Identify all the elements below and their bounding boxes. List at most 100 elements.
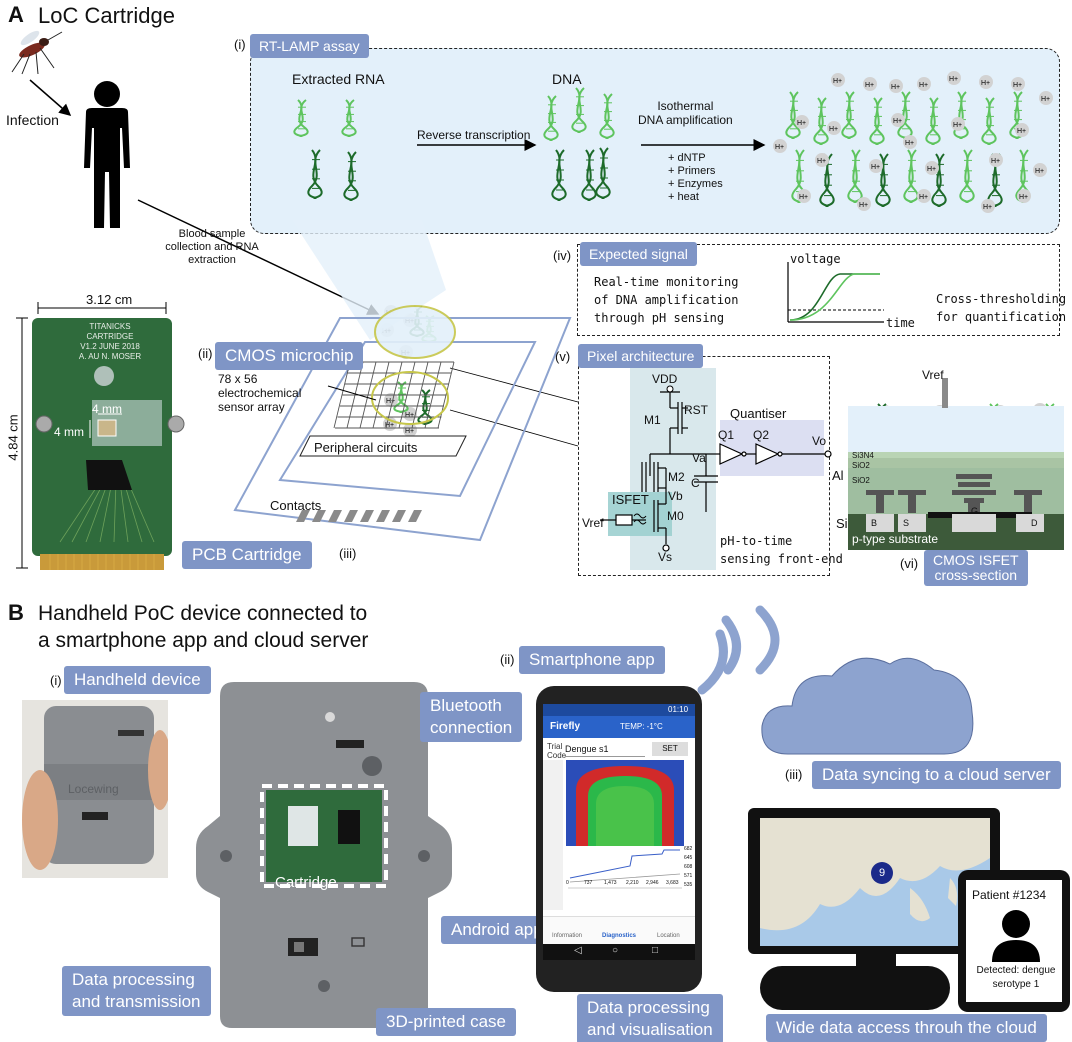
- dna-label: DNA: [552, 71, 582, 87]
- h-plus-text: H+: [405, 412, 414, 419]
- cmos-chip-drawing: [233, 220, 572, 542]
- cloud-access-pill: Wide data access throuh the cloud: [766, 1014, 1047, 1042]
- amplified-dna-strand: [869, 97, 885, 145]
- isothermal-label: Isothermal DNA amplification: [638, 99, 733, 127]
- amplified-dna-strand: [953, 91, 969, 139]
- quantiser-label: Quantiser: [730, 406, 787, 421]
- handheld-pill: Handheld device: [64, 666, 211, 694]
- reagent-primers: + Primers: [668, 165, 716, 177]
- x-tick-2: 1,473: [604, 880, 617, 886]
- trial-input[interactable]: Dengue s1: [565, 742, 645, 757]
- h-plus-text: H+: [927, 166, 936, 173]
- vdd-label: VDD: [652, 372, 678, 386]
- terminal-b: B: [871, 518, 878, 528]
- h-plus-ion: H+: [979, 75, 993, 89]
- h-plus-text: H+: [833, 78, 842, 85]
- patient-result-line-1: Detected: dengue: [976, 965, 1056, 976]
- h-plus-ion: H+: [925, 161, 939, 175]
- h-plus-text: H+: [1019, 194, 1028, 201]
- h-plus-text: H+: [871, 164, 880, 171]
- h-plus-text: H+: [983, 204, 992, 211]
- cmos-pill: CMOS microchip: [215, 342, 364, 370]
- signal-description: Real-time monitoring of DNA amplificatio…: [594, 273, 739, 327]
- cross-threshold-line-1: Cross-thresholding: [936, 292, 1067, 306]
- tab-information[interactable]: Information: [552, 933, 583, 939]
- tab-diagnostics[interactable]: Diagnostics: [602, 933, 637, 939]
- infection-label: Infection: [6, 112, 59, 128]
- data-transmission-line-1: Data processing: [72, 970, 195, 989]
- mosquito-icon: [11, 30, 63, 75]
- h-plus-ion: H+: [831, 73, 845, 87]
- dna-strand: [595, 147, 611, 199]
- wireless-icon: [697, 605, 780, 695]
- h-plus-ion: H+: [917, 77, 931, 91]
- set-button[interactable]: SET: [652, 742, 688, 756]
- signal-roman: (iv): [553, 248, 572, 263]
- y-tick-3: 571: [684, 873, 693, 879]
- time-label: time: [886, 316, 915, 330]
- rna-strand: [341, 99, 357, 137]
- temp-readout: TEMP: -1°C: [620, 722, 663, 731]
- android-pill: Android app: [441, 916, 553, 944]
- h-plus-text: H+: [817, 158, 826, 165]
- chip-width-label: 4 mm: [92, 402, 122, 416]
- back-icon[interactable]: ◁: [574, 945, 582, 956]
- signal-desc-3: through pH sensing: [594, 311, 725, 325]
- sio2-label-b: SiO2: [852, 476, 870, 485]
- panel-b-title-1: Handheld PoC device connected to: [38, 602, 368, 625]
- h-plus-text: H+: [385, 422, 394, 429]
- data-transmission-pill: Data processing and transmission: [62, 966, 211, 1016]
- signal-box: [577, 244, 1060, 336]
- cross-vref-label: Vref: [922, 368, 944, 382]
- h-plus-text: H+: [981, 80, 990, 87]
- visualisation-line-1: Data processing: [587, 998, 710, 1017]
- sensor-array-label: 78 x 56 electrochemical sensor array: [218, 372, 301, 414]
- amplified-dna-strand: [841, 91, 857, 139]
- pixel-roman: (v): [555, 349, 571, 364]
- h-plus-ion: H+: [1039, 91, 1053, 105]
- h-plus-ion: H+: [869, 159, 883, 173]
- data-transmission-line-2: and transmission: [72, 992, 201, 1011]
- recents-icon[interactable]: □: [652, 945, 659, 956]
- keyboard: [760, 966, 950, 1010]
- amplified-dna-strand: [925, 97, 941, 145]
- vs-label: Vs: [658, 550, 673, 564]
- x-tick-3: 2,210: [626, 880, 639, 886]
- home-icon[interactable]: ○: [612, 945, 619, 956]
- pixel-pill: Pixel architecture: [578, 344, 704, 368]
- patient-result-line-2: serotype 1: [992, 979, 1040, 990]
- reagent-heat: + heat: [668, 191, 699, 203]
- map-cluster-badge[interactable]: 9: [871, 862, 893, 884]
- h-plus-text: H+: [1017, 128, 1026, 135]
- h-plus-text: H+: [953, 122, 962, 129]
- h-plus-ion: H+: [815, 153, 829, 167]
- al-label: Al: [832, 468, 844, 483]
- h-plus-ion: H+: [795, 115, 809, 129]
- bluetooth-pill: Bluetooth connection: [420, 692, 523, 742]
- h-plus-ion: H+: [827, 121, 841, 135]
- tab-location[interactable]: Location: [657, 933, 680, 939]
- cloud-icon: [761, 657, 974, 755]
- dna-strand: [571, 87, 587, 133]
- phone-x-ticks: 0 737 1,473 2,210 2,946 3,683: [566, 880, 684, 888]
- signal-desc-2: of DNA amplification: [594, 293, 739, 307]
- m1-label: M1: [644, 413, 661, 427]
- h-plus-text: H+: [1041, 96, 1050, 103]
- amplified-dna-strand: [847, 149, 863, 203]
- m0-label: M0: [667, 509, 684, 523]
- array-line-3: sensor array: [218, 400, 285, 414]
- cartridge-label: Cartridge: [275, 874, 337, 891]
- dna-strand: [581, 149, 597, 201]
- isfet-cross-section: [848, 378, 1064, 550]
- pcb-width-label: 3.12 cm: [86, 292, 133, 307]
- rtlamp-roman: (i): [234, 37, 246, 52]
- h-plus-text: H+: [775, 144, 784, 151]
- h-plus-text: H+: [991, 158, 1000, 165]
- chip-dna-strand: [393, 381, 409, 413]
- h-plus-ion: H+: [947, 71, 961, 85]
- cross-threshold-text: Cross-thresholding for quantification: [936, 290, 1066, 326]
- pixel-box: [578, 356, 830, 576]
- h-plus-text: H+: [919, 194, 928, 201]
- h-plus-text: H+: [949, 76, 958, 83]
- signal-pill: Expected signal: [580, 242, 697, 266]
